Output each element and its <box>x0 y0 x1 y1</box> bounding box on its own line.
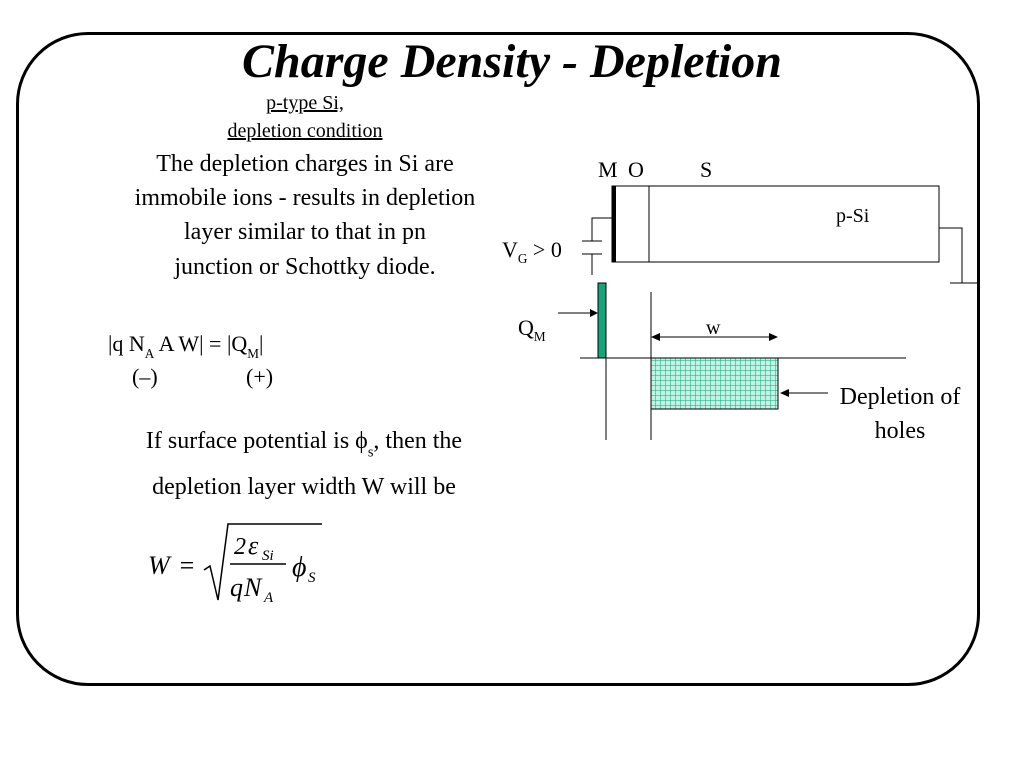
svg-text:Si: Si <box>262 548 274 564</box>
svg-text:ϕ: ϕ <box>292 552 307 583</box>
slide-title: Charge Density - Depletion <box>242 35 782 88</box>
surface-potential-text: If surface potential is ϕs, then the dep… <box>145 428 463 500</box>
subtitle-line-1: p-type Si, <box>266 92 344 114</box>
sign-positive: (+) <box>246 364 274 389</box>
description-line-2: immobile ions - results in depletion <box>134 185 476 211</box>
label-s: S <box>700 157 713 182</box>
w-arrowhead-right <box>769 333 778 341</box>
description-line-3: layer similar to that in pn <box>184 219 426 245</box>
depletion-charge-region <box>650 357 779 410</box>
label-qm: QM <box>518 315 546 345</box>
svg-text:=: = <box>178 551 196 580</box>
subtitle-line-2: depletion condition <box>227 120 383 142</box>
sign-negative: (–) <box>132 364 158 389</box>
label-w: w <box>706 317 721 339</box>
slide-frame <box>16 32 980 686</box>
w-arrowhead-left <box>651 333 660 341</box>
label-vg: VG > 0 <box>502 237 562 267</box>
svg-text:q: q <box>230 573 243 602</box>
gate-wire <box>591 217 612 241</box>
svg-text:2: 2 <box>234 534 246 560</box>
ground-wire <box>939 227 963 283</box>
svg-text:S: S <box>308 570 316 586</box>
svg-text:ε: ε <box>248 531 259 560</box>
label-m: M <box>598 157 618 182</box>
svg-text:W: W <box>148 551 172 580</box>
width-formula-svg: W = 2 ε Si q N A ϕ S <box>148 523 322 606</box>
sqrt-sign <box>203 523 322 601</box>
label-depletion: Depletion of holes <box>839 384 961 444</box>
qm-arrowhead <box>590 309 598 317</box>
description-line-1: The depletion charges in Si are <box>156 151 454 177</box>
qm-charge-bar <box>597 282 607 359</box>
charge-equation: |q NA A W| = |QM| <box>108 331 264 361</box>
svg-text:N: N <box>243 573 263 602</box>
description-line-4: junction or Schottky diode. <box>174 254 436 280</box>
label-o: O <box>628 157 644 182</box>
depletion-arrowhead <box>780 389 789 397</box>
width-formula: W = 2 ε Si q N A ϕ S <box>144 520 344 627</box>
svg-text:A: A <box>263 590 274 606</box>
label-psi: p-Si <box>836 205 870 227</box>
charge-signs: (–) (+) <box>132 364 273 390</box>
psi-region <box>611 185 940 263</box>
